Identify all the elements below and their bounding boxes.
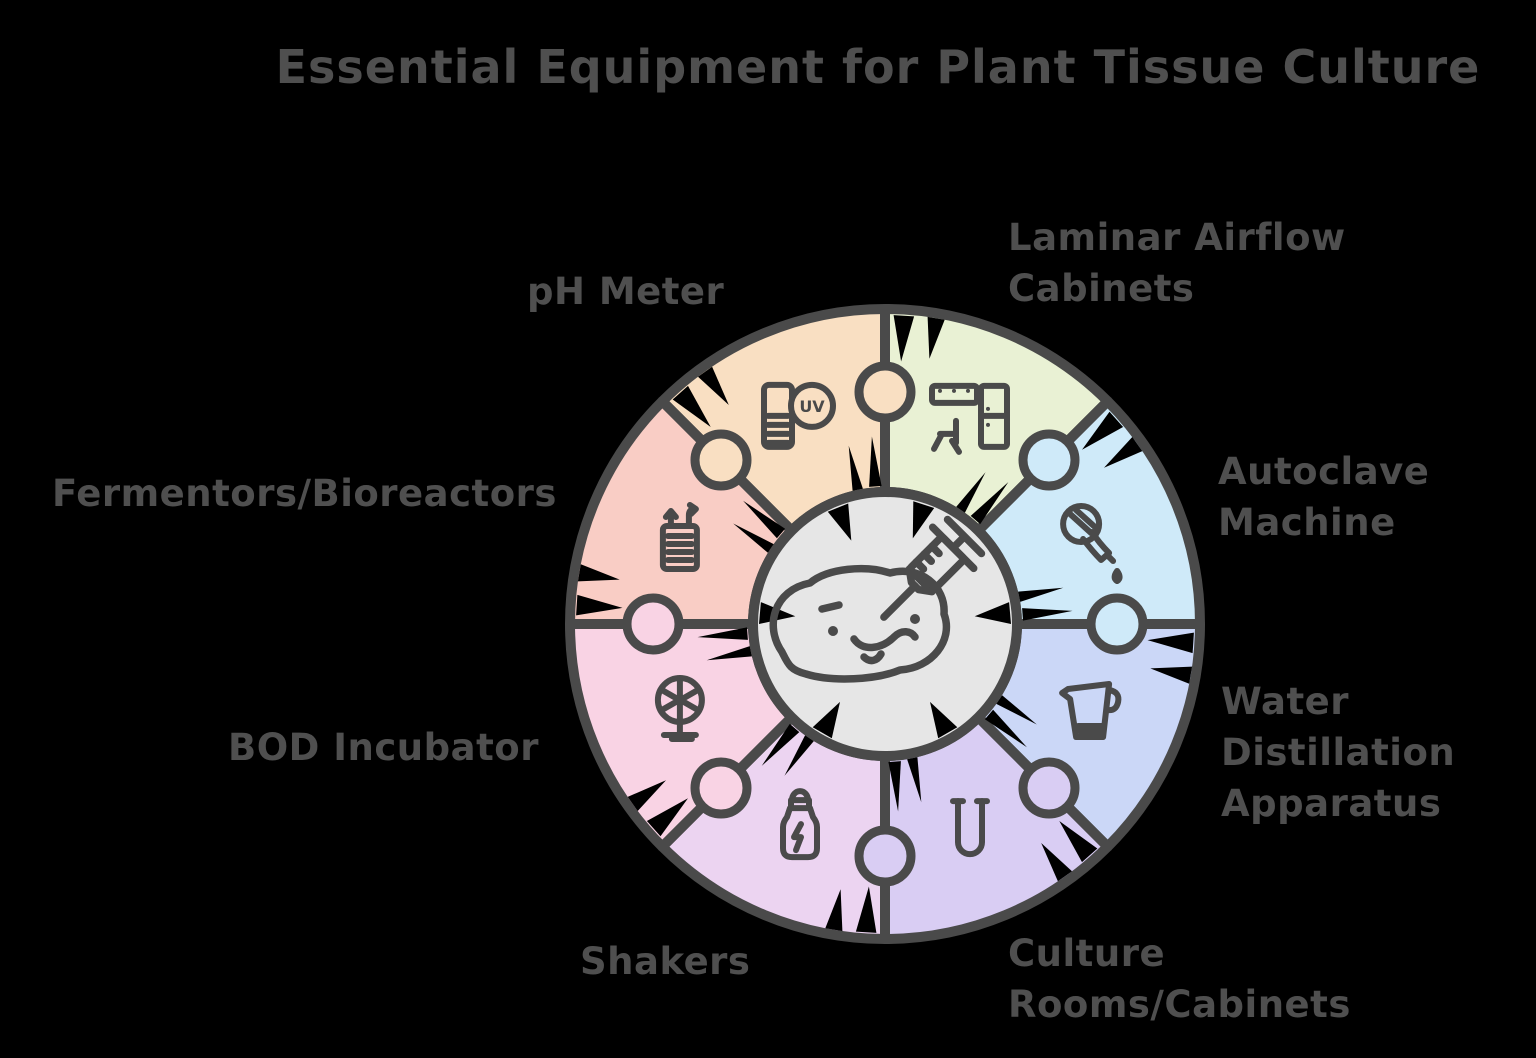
autoclave-dropper-icon [1060,503,1123,584]
segment-label-shakers: Shakers [580,940,751,983]
segment-label-laminar-airflow: Laminar Airflow Cabinets [1008,216,1346,311]
laminar-airflow-cabinet-icon [929,382,1010,455]
syringe-injecting-plant-tissue-icon [769,515,986,683]
test-tube-icon [950,798,990,858]
segment-label-bod-incubator: BOD Incubator [228,726,539,769]
segment-label-autoclave-machine: Autoclave Machine [1218,450,1430,545]
fermentor-vessel-icon [659,502,700,572]
fan-incubator-icon [654,675,705,742]
segment-label-culture-rooms: Culture Rooms/Cabinets [1008,932,1351,1027]
ph-meter-uv-icon: UV [761,381,836,450]
segment-label-water-distillation: Water Distillation Apparatus [1221,680,1456,826]
segment-label-ph-meter: pH Meter [527,270,725,313]
shaker-bottle-icon [780,788,820,861]
diagram-title: Essential Equipment for Plant Tissue Cul… [275,40,1481,94]
measuring-jug-icon [1059,681,1122,740]
svg-text:UV: UV [799,397,825,416]
segment-label-fermentors: Fermentors/Bioreactors [52,472,557,515]
